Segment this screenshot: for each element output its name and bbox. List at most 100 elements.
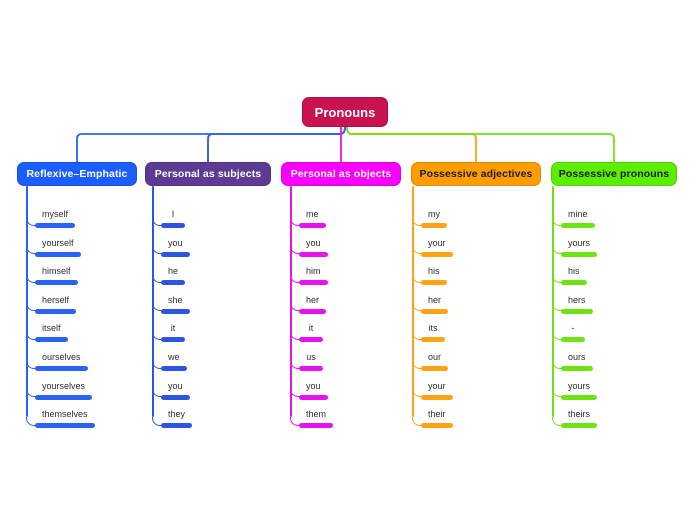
item-label: their xyxy=(428,409,446,420)
item-you[interactable]: you xyxy=(299,381,328,400)
elbow-connector xyxy=(290,273,300,283)
elbow-connector xyxy=(412,416,422,426)
item-bar xyxy=(299,394,328,400)
item-myself[interactable]: myself xyxy=(35,209,76,228)
branch-node-reflexive-emphatic[interactable]: Reflexive–Emphatic xyxy=(17,162,137,186)
branch-node-possessive-pronouns[interactable]: Possessive pronouns xyxy=(551,162,677,186)
item-label: itself xyxy=(42,323,61,334)
item-yours[interactable]: yours xyxy=(561,381,598,400)
item-bar xyxy=(35,280,78,286)
item-bar xyxy=(561,394,598,400)
item-her[interactable]: her xyxy=(299,295,327,314)
branch-node-personal-as-subjects[interactable]: Personal as subjects xyxy=(145,162,271,186)
elbow-connector xyxy=(26,273,36,283)
item-its[interactable]: its xyxy=(421,323,445,343)
elbow-connector xyxy=(552,216,562,226)
elbow-connector xyxy=(290,330,300,340)
item-label: us xyxy=(306,352,316,362)
item-bar xyxy=(561,308,593,314)
item-your[interactable]: your xyxy=(421,381,453,400)
item-yours[interactable]: yours xyxy=(561,237,598,257)
item-ourselves[interactable]: ourselves xyxy=(35,352,88,371)
item-bar xyxy=(421,308,449,314)
trunk-personal-as-objects xyxy=(290,186,292,418)
item-our[interactable]: our xyxy=(421,352,449,371)
item-them[interactable]: them xyxy=(299,409,334,429)
item-bar xyxy=(299,308,327,314)
item-you[interactable]: you xyxy=(161,238,190,257)
item-it[interactable]: it xyxy=(161,323,185,343)
item-label: I xyxy=(171,209,175,219)
item-bar xyxy=(161,366,187,371)
item-us[interactable]: us xyxy=(299,352,323,371)
elbow-connector xyxy=(412,245,422,255)
item-label: yourselves xyxy=(42,380,86,391)
item-him[interactable]: him xyxy=(299,266,328,286)
item-dash[interactable]: - xyxy=(561,323,585,343)
item-label: theirs xyxy=(568,409,591,420)
item-label: you xyxy=(306,380,321,391)
item-mine[interactable]: mine xyxy=(561,209,595,228)
item-himself[interactable]: himself xyxy=(35,266,78,286)
item-we[interactable]: we xyxy=(161,352,187,371)
item-bar xyxy=(421,366,449,371)
branch-node-possessive-adjectives[interactable]: Possessive adjectives xyxy=(411,162,541,186)
item-label: you xyxy=(168,380,183,391)
item-bar xyxy=(561,251,598,257)
elbow-connector xyxy=(412,330,422,340)
item-label: it xyxy=(308,323,314,334)
elbow-connector xyxy=(412,359,422,369)
item-bar xyxy=(35,394,93,400)
item-label: your xyxy=(428,380,446,391)
elbow-connector xyxy=(152,416,162,426)
item-yourselves[interactable]: yourselves xyxy=(35,380,93,400)
item-label: she xyxy=(168,294,183,305)
item-her[interactable]: her xyxy=(421,294,449,314)
item-label: mine xyxy=(568,209,588,219)
item-bar xyxy=(421,223,447,228)
item-themselves[interactable]: themselves xyxy=(35,409,95,429)
root-node-pronouns[interactable]: Pronouns xyxy=(302,97,388,127)
item-i[interactable]: I xyxy=(161,209,185,228)
item-label: your xyxy=(428,237,446,248)
item-yourself[interactable]: yourself xyxy=(35,238,81,257)
elbow-connector xyxy=(412,273,422,283)
item-hers[interactable]: hers xyxy=(561,295,593,314)
elbow-connector xyxy=(552,330,562,340)
item-bar xyxy=(421,337,445,343)
item-bar xyxy=(561,223,595,228)
item-bar xyxy=(35,366,88,371)
item-me[interactable]: me xyxy=(299,209,326,228)
elbow-connector xyxy=(152,273,162,283)
item-bar xyxy=(561,366,593,371)
item-label: you xyxy=(168,237,183,248)
item-label: yours xyxy=(568,237,591,248)
item-she[interactable]: she xyxy=(161,295,190,314)
item-ours[interactable]: ours xyxy=(561,352,593,371)
item-you[interactable]: you xyxy=(161,381,190,400)
item-theirs[interactable]: theirs xyxy=(561,409,598,429)
item-herself[interactable]: herself xyxy=(35,294,77,314)
item-bar xyxy=(35,337,68,343)
item-his[interactable]: his xyxy=(421,266,447,286)
item-their[interactable]: their xyxy=(421,409,453,429)
item-your[interactable]: your xyxy=(421,238,453,257)
item-label: her xyxy=(428,294,442,305)
item-my[interactable]: my xyxy=(421,209,447,228)
item-he[interactable]: he xyxy=(161,266,186,286)
branch-node-personal-as-objects[interactable]: Personal as objects xyxy=(281,162,401,186)
item-label: his xyxy=(568,266,580,277)
item-his[interactable]: his xyxy=(561,266,587,286)
elbow-connector xyxy=(152,245,162,255)
item-you[interactable]: you xyxy=(299,238,328,257)
item-bar xyxy=(35,251,81,257)
item-label: himself xyxy=(42,266,71,277)
item-label: my xyxy=(428,209,440,219)
item-it[interactable]: it xyxy=(299,323,323,343)
connector-reflexive-emphatic xyxy=(76,126,346,163)
item-label: herself xyxy=(42,294,70,305)
item-itself[interactable]: itself xyxy=(35,323,68,343)
elbow-connector xyxy=(552,388,562,398)
item-they[interactable]: they xyxy=(161,409,193,429)
